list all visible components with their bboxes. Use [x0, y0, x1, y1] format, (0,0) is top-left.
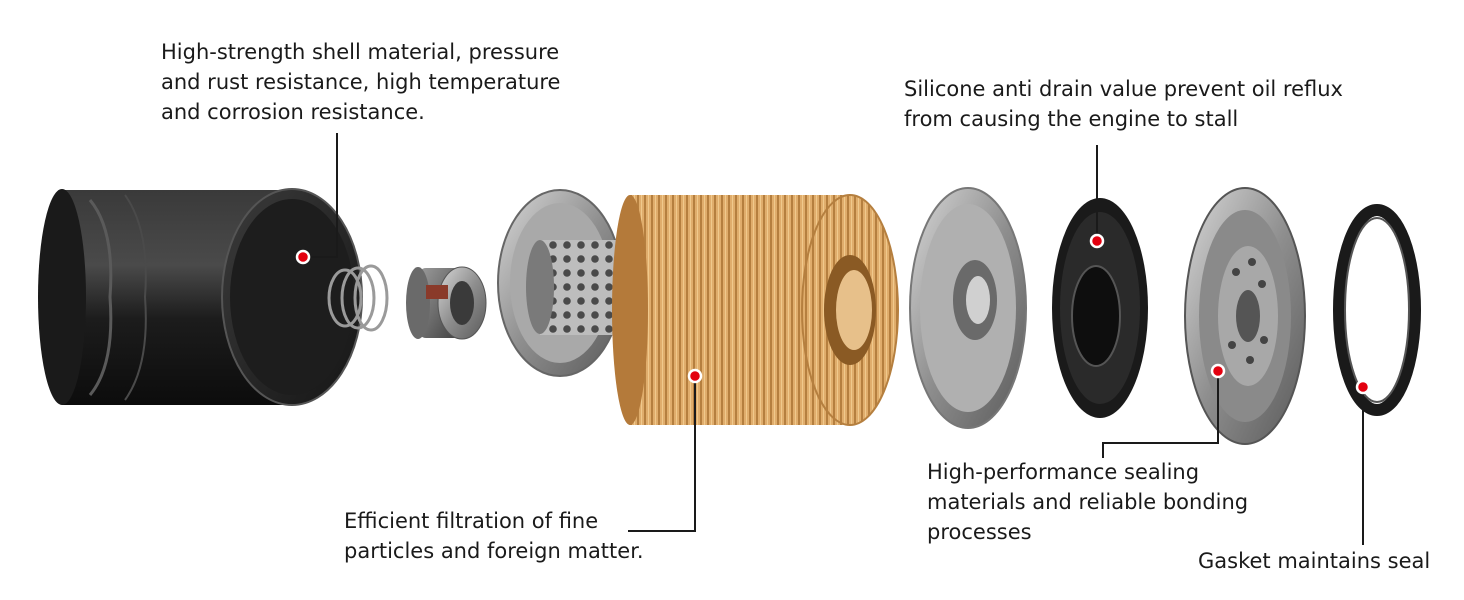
- leader-line-filtration: [628, 376, 696, 532]
- callout-sealing-line: High-performance sealing: [927, 460, 1200, 484]
- callout-filtration-line: particles and foreign matter.: [344, 539, 644, 563]
- callout-valve-line: from causing the engine to stall: [904, 107, 1239, 131]
- callout-filtration: Efficient filtration of fine particles a…: [344, 506, 644, 566]
- callout-filtration-line: Efficient filtration of fine: [344, 509, 599, 533]
- marker-shell: [295, 249, 311, 265]
- callout-gasket-line: Gasket maintains seal: [1198, 549, 1431, 573]
- marker-valve: [1089, 233, 1105, 249]
- base-plate: [1184, 187, 1306, 445]
- bypass-valve: [406, 266, 487, 340]
- callout-gasket: Gasket maintains seal: [1198, 546, 1430, 576]
- callout-shell: High-strength shell material, pressure a…: [161, 37, 560, 127]
- marker-gasket: [1355, 379, 1371, 395]
- filter-shell: [38, 188, 363, 406]
- spring: [327, 264, 389, 332]
- gasket: [1333, 204, 1421, 416]
- callout-shell-line: and corrosion resistance.: [161, 100, 425, 124]
- leader-line-shell: [303, 133, 338, 258]
- marker-sealing: [1210, 363, 1226, 379]
- leader-line-sealing: [1102, 371, 1219, 458]
- callout-sealing: High-performance sealing materials and r…: [927, 457, 1248, 547]
- callout-sealing-line: processes: [927, 520, 1032, 544]
- bottom-end-cap: [909, 187, 1027, 429]
- anti-drain-valve: [1052, 198, 1148, 418]
- filter-paper-element: [612, 194, 899, 426]
- callout-shell-line: and rust resistance, high temperature: [161, 70, 561, 94]
- callout-sealing-line: materials and reliable bonding: [927, 490, 1249, 514]
- callout-valve: Silicone anti drain value prevent oil re…: [904, 74, 1343, 134]
- marker-filtration: [687, 368, 703, 384]
- callout-shell-line: High-strength shell material, pressure: [161, 40, 560, 64]
- callout-valve-line: Silicone anti drain value prevent oil re…: [904, 77, 1343, 101]
